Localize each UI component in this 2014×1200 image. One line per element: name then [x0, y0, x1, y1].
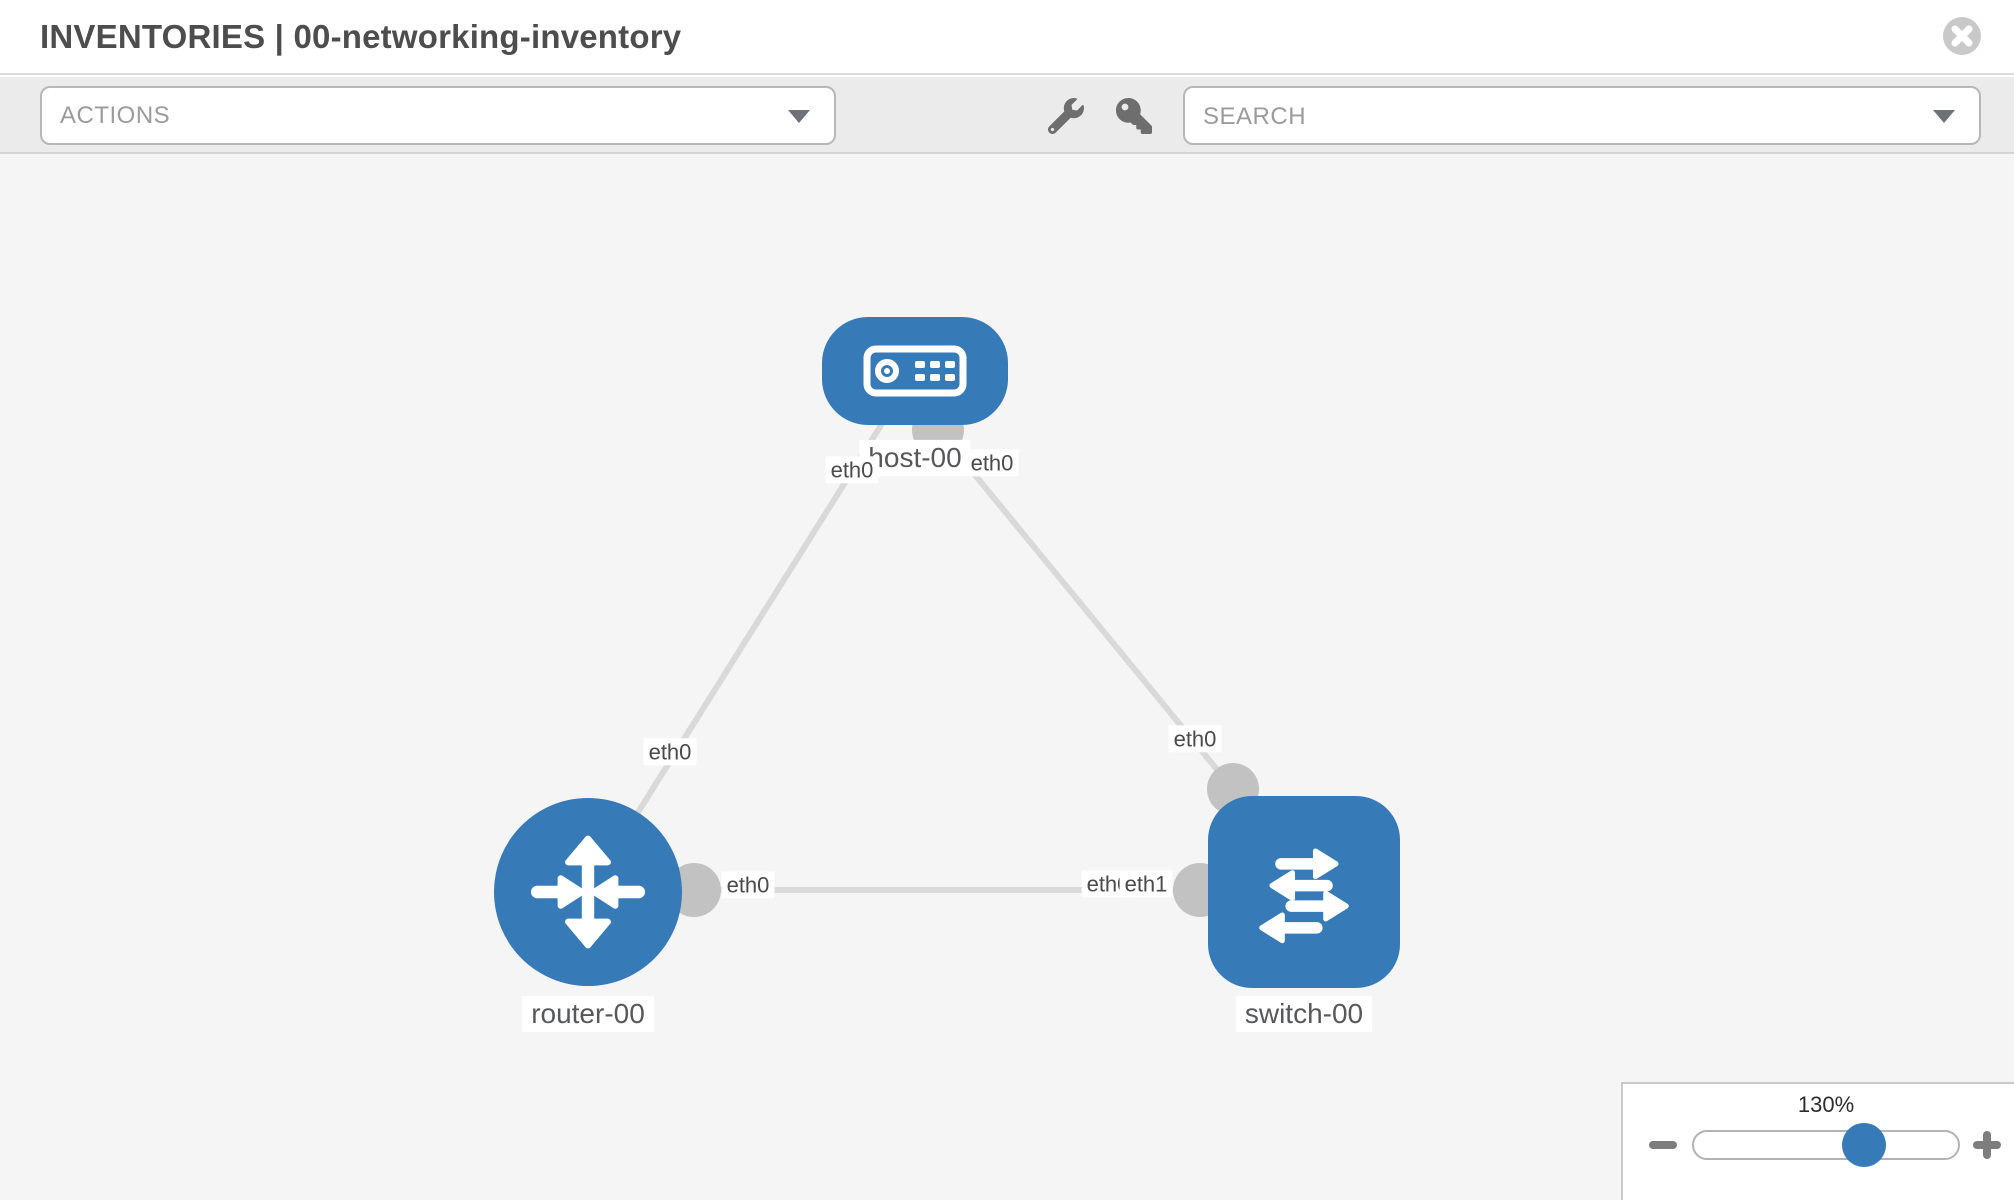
configure-tools-button[interactable] [1046, 97, 1086, 137]
credentials-key-button[interactable] [1114, 97, 1154, 137]
zoom-out-button[interactable] [1649, 1141, 1677, 1149]
zoom-panel: 130% [1621, 1082, 2014, 1200]
node-router-00[interactable] [494, 798, 682, 986]
wrench-icon [1047, 97, 1084, 137]
zoom-in-button[interactable] [1973, 1131, 2001, 1159]
topology-canvas[interactable] [0, 154, 2014, 1200]
node-host-00[interactable] [822, 317, 1008, 425]
host-icon [863, 345, 967, 397]
interface-label: eth0 [721, 871, 775, 899]
chevron-down-icon [1933, 109, 1955, 123]
close-button[interactable] [1940, 14, 1984, 58]
switch-icon [1259, 848, 1349, 944]
page-title: INVENTORIES | 00-networking-inventory [40, 17, 682, 55]
key-icon [1116, 97, 1152, 137]
actions-dropdown[interactable]: ACTIONS [40, 86, 836, 145]
page-header: INVENTORIES | 00-networking-inventory [0, 0, 2014, 75]
zoom-level-value: 130% [1797, 1092, 1855, 1117]
zoom-slider-track[interactable] [1692, 1130, 1960, 1160]
router-icon [530, 835, 646, 949]
interface-label: eth0 [825, 456, 879, 484]
node-label: switch-00 [1235, 995, 1373, 1033]
zoom-slider-thumb[interactable] [1841, 1123, 1886, 1167]
interface-label: eth0 [1168, 725, 1222, 753]
interface-label: eth0 [965, 449, 1019, 477]
close-icon [1940, 17, 1984, 61]
actions-dropdown-label: ACTIONS [60, 101, 171, 129]
toolbar: ACTIONS [0, 77, 2014, 154]
chevron-down-icon [788, 109, 810, 123]
search-dropdown[interactable] [1183, 86, 1981, 145]
search-input[interactable] [1201, 92, 1905, 141]
node-label: router-00 [522, 995, 654, 1033]
interface-label: eth0 [643, 738, 697, 766]
interface-label: eth1 [1119, 870, 1173, 898]
node-switch-00[interactable] [1208, 796, 1400, 988]
